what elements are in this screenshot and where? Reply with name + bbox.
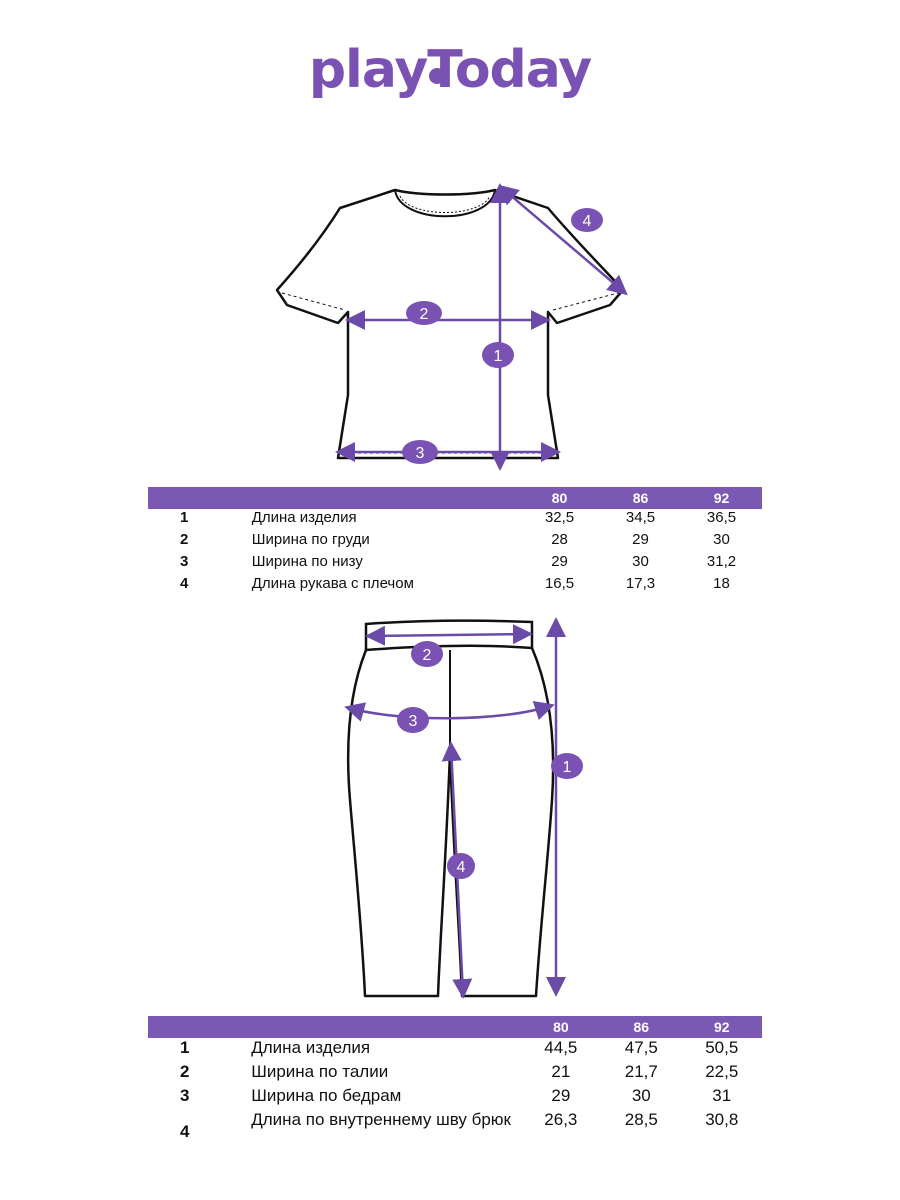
pants-size-table: 80 86 92 1 Длина изделия 44,5 47,5 50,5 … [148,1016,762,1166]
marker-1: 1 [551,753,583,779]
marker-4: 4 [571,208,603,232]
tshirt-collar [394,189,496,218]
size-92: 92 [680,487,762,509]
svg-text:3: 3 [409,713,418,730]
svg-text:1: 1 [494,348,503,365]
brand-name: playToday [308,40,592,100]
table-row: 3 Ширина по бедрам 29 30 31 [180,1086,732,1105]
svg-text:2: 2 [423,647,432,664]
svg-text:3: 3 [416,445,425,462]
marker-3: 3 [402,440,438,464]
table-header: 80 86 92 [148,1016,762,1038]
size-80: 80 [519,487,601,509]
marker-2: 2 [411,641,443,667]
logo-dot [429,68,445,84]
svg-text:2: 2 [420,306,429,323]
table-row: 3 Ширина по низу 29 30 31,2 [180,553,737,570]
table-row: 4 Длина рукава с плечом 16,5 17,3 18 [180,575,730,592]
pants-diagram: 1 2 3 4 [344,617,583,999]
svg-text:4: 4 [457,859,466,876]
table-row: 2 Ширина по талии 21 21,7 22,5 [180,1062,739,1081]
marker-4: 4 [447,853,475,879]
size-86: 86 [600,487,681,509]
tshirt-diagram: 1 2 3 4 [275,183,628,471]
size-86: 86 [601,1016,682,1038]
table-row: 4 Длина по внутреннему шву брюк 26,3 28,… [180,1110,739,1141]
svg-text:4: 4 [583,213,592,230]
marker-2: 2 [406,301,442,325]
table-row: 1 Длина изделия 44,5 47,5 50,5 [180,1038,739,1057]
table-row: 2 Ширина по груди 28 29 30 [180,531,730,548]
marker-1: 1 [482,342,514,368]
marker-3: 3 [397,707,429,733]
size-80: 80 [520,1016,602,1038]
tshirt-outline [275,188,625,460]
table-header: 80 86 92 [148,487,762,509]
brand-logo: playToday [0,40,900,100]
size-92: 92 [681,1016,762,1038]
svg-text:1: 1 [563,759,572,776]
table-row: 1 Длина изделия 32,5 34,5 36,5 [180,509,737,526]
tshirt-size-table: 80 86 92 1 Длина изделия 32,5 34,5 36,5 … [148,487,762,597]
